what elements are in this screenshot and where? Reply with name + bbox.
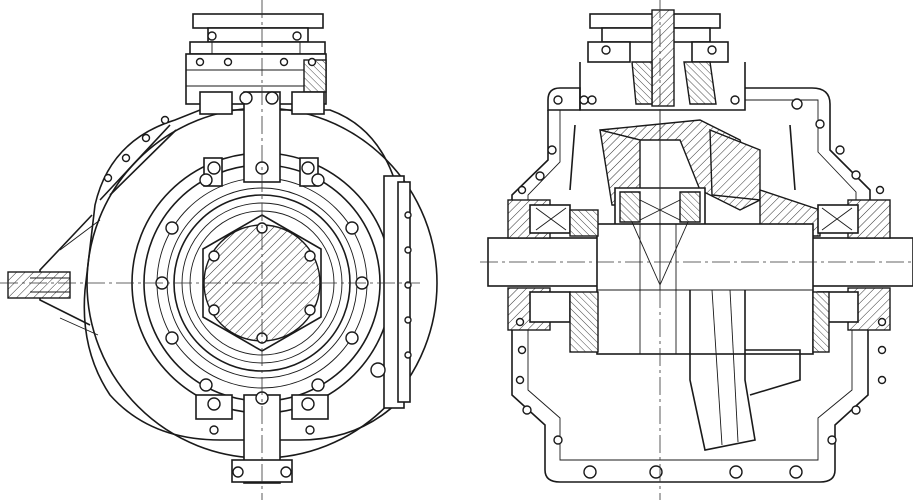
bolt-circle xyxy=(155,161,369,405)
crown-gear xyxy=(599,119,821,237)
right-side-flange xyxy=(370,175,412,409)
section-view xyxy=(480,0,913,500)
top-flange xyxy=(189,13,326,55)
input-arm xyxy=(7,115,177,336)
upper-housing xyxy=(185,53,327,105)
lower-gear xyxy=(689,289,801,451)
pinion-housing xyxy=(579,61,746,111)
left-bearing xyxy=(507,185,599,385)
section-top-flange xyxy=(587,9,729,107)
right-bearing xyxy=(812,185,891,385)
front-view xyxy=(0,0,438,500)
top-strap xyxy=(199,91,325,187)
section-housing xyxy=(511,87,871,483)
